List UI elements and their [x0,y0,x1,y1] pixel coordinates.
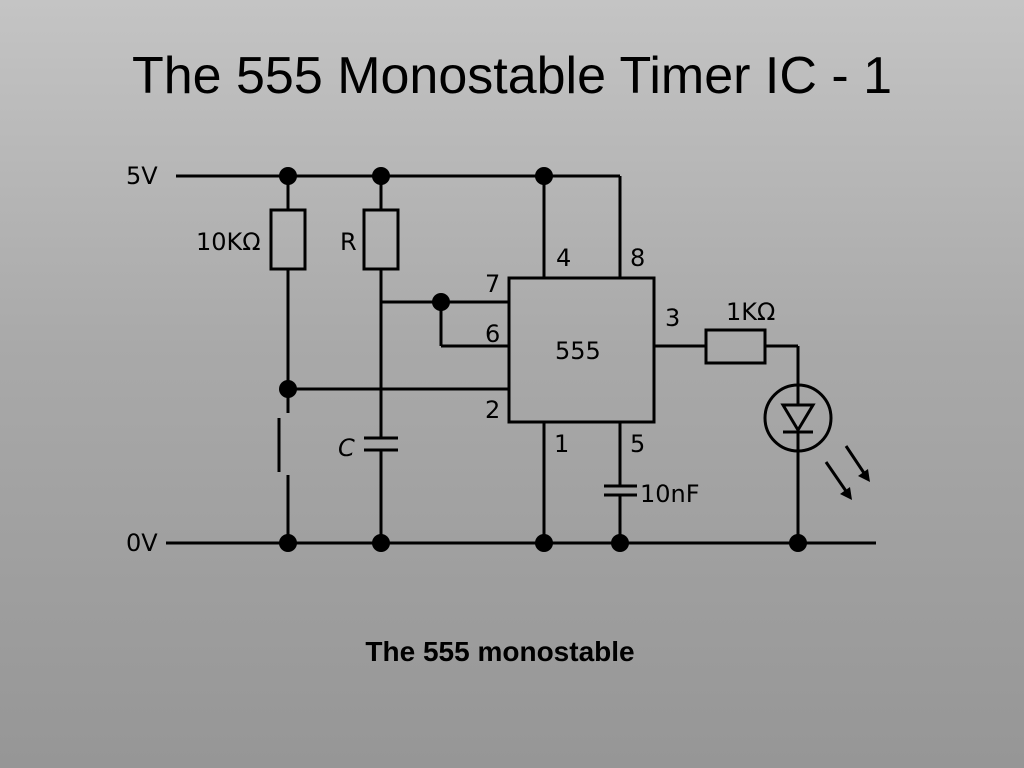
led-resistor-label: 1KΩ [726,298,775,326]
supply-rail-label: 5V [126,162,158,190]
led-resistor [704,328,767,365]
pin-7-label: 7 [485,270,500,298]
control-capacitor-label: 10nF [640,480,700,508]
pin-8-label: 8 [630,244,645,272]
ic-555 [507,276,656,424]
led [763,383,833,453]
pin-3-label: 3 [665,304,680,332]
junction-dots [279,167,807,552]
pin-2-label: 2 [485,396,500,424]
light-emission-arrows [824,445,870,500]
timing-capacitor-label: C [338,434,355,462]
ground-rail-label: 0V [126,529,158,557]
timing-resistor-label: R [340,228,357,256]
pullup-resistor-label: 10KΩ [196,228,261,256]
slide-title: The 555 Monostable Timer IC - 1 [131,47,893,105]
pullup-resistor [269,208,307,271]
diagram-caption: The 555 monostable [365,636,635,667]
timing-resistor [362,208,400,271]
pin-4-label: 4 [556,244,571,272]
pin-6-label: 6 [485,320,500,348]
ic-label: 555 [555,337,601,365]
pin-1-label: 1 [554,430,569,458]
pin-5-label: 5 [630,430,645,458]
